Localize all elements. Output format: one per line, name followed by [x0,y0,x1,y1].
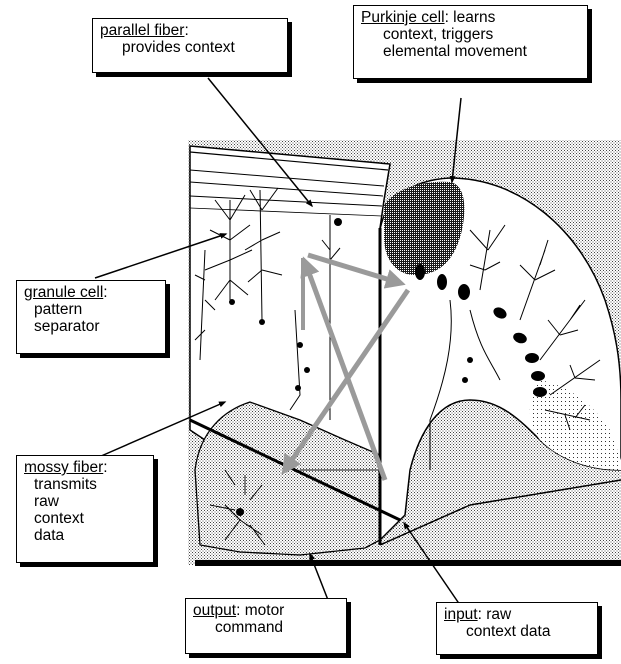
input-desc-1: context data [444,623,590,640]
callout-output: output: motor command [185,598,347,654]
granule-cell-desc-1: pattern [24,301,158,318]
granule-cell-desc-2: separator [24,318,158,335]
input-desc-first: raw [482,606,511,623]
purkinje-cell-desc-2: elemental movement [361,43,580,60]
mossy-fiber-desc-2: raw [24,493,146,510]
callout-granule-cell: granule cell: pattern separator [16,280,166,354]
mossy-fiber-desc-3: context [24,510,146,527]
granule-cell-term: granule cell [24,284,103,301]
callout-purkinje-cell: Purkinje cell: learns context, triggers … [353,5,588,79]
callout-mossy-fiber: mossy fiber: transmits raw context data [16,455,154,563]
mossy-fiber-term: mossy fiber [24,459,103,476]
parallel-fiber-desc: provides context [100,39,280,56]
parallel-fiber-term: parallel fiber [100,22,184,39]
purkinje-cell-desc-first: learns [449,9,496,26]
mossy-fiber-desc-1: transmits [24,476,146,493]
purkinje-cell-term: Purkinje cell [361,9,445,26]
callout-parallel-fiber: parallel fiber: provides context [92,18,288,73]
mossy-fiber-desc-4: data [24,527,146,544]
output-desc-1: command [193,619,339,636]
purkinje-cell-desc-1: context, triggers [361,26,580,43]
input-term: input [444,606,478,623]
output-desc-first: motor [240,602,284,619]
output-term: output [193,602,236,619]
callout-input: input: raw context data [436,602,598,655]
